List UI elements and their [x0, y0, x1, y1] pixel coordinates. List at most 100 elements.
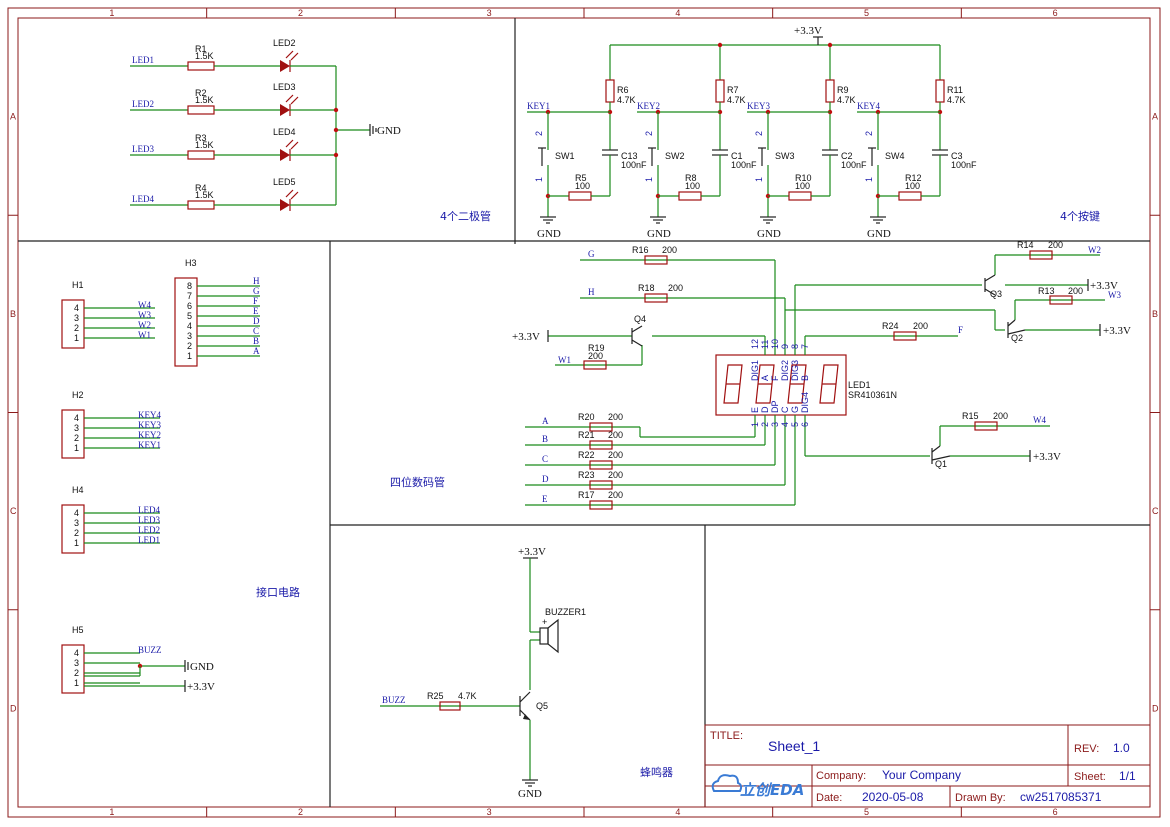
segment-resistor-value: 200 [668, 283, 683, 293]
logo-text: 立创EDA [740, 781, 804, 799]
vcc-label-q1: +3.3V [1033, 451, 1061, 463]
led-net-label: LED2 [132, 99, 154, 109]
display-top-pin-number: 10 [770, 339, 780, 349]
led-diode [280, 60, 290, 72]
segment-resistor [644, 255, 668, 265]
segment-resistor [589, 480, 613, 490]
header-h1-pin-number: 4 [74, 303, 79, 313]
key-capacitor-value: 100nF [621, 160, 647, 170]
buzzer-ref: BUZZER1 [545, 607, 586, 617]
drawn-by-label: Drawn By: [955, 792, 1006, 804]
key-net-label: KEY3 [747, 101, 770, 111]
section-label-buzzer: 蜂鸣器 [640, 765, 673, 779]
display-top-pin-number: 12 [750, 339, 760, 349]
header-h1-pin-number: 2 [74, 323, 79, 333]
transistor-q4 [631, 325, 643, 333]
key-pullup-ref: R6 [617, 85, 629, 95]
display-top-pin-name: DIG3 [790, 360, 800, 381]
led-light-ray [285, 94, 294, 103]
led-resistor [187, 105, 215, 115]
key-series-resistor [788, 191, 812, 201]
display-top-pin-name: DIG1 [750, 360, 760, 381]
display-top-pin-number: 9 [780, 344, 790, 349]
zone-label-right: A [1152, 112, 1158, 122]
header-h5-ref: H5 [72, 625, 84, 635]
r24-value: 200 [913, 321, 928, 331]
display-bottom-pin-name: G [790, 406, 800, 413]
key-switch-ref: SW4 [885, 151, 905, 161]
q2-ref: Q2 [1011, 333, 1023, 343]
zone-label-bottom: 1 [109, 807, 114, 817]
display-bottom-pin-number: 4 [780, 422, 790, 427]
q3-resistor-ref: R14 [1017, 240, 1034, 250]
key-pullup-resistor [935, 79, 945, 103]
key-gnd-label: GND [647, 228, 671, 240]
key-pullup-resistor [825, 79, 835, 103]
header-h3-pin-number: 7 [187, 291, 192, 301]
header-h4-pin-number: 1 [74, 538, 79, 548]
key-switch-ref: SW2 [665, 151, 685, 161]
header-h3-net: G [253, 286, 260, 296]
vcc-label-buzzer: +3.3V [518, 546, 546, 558]
header-h3-pin-number: 1 [187, 351, 192, 361]
key-series-ref: R8 [685, 173, 697, 183]
segment-resistor-value: 200 [662, 245, 677, 255]
r24-net-label: F [958, 325, 963, 335]
date-label: Date: [816, 792, 842, 804]
key-series-ref: R12 [905, 173, 922, 183]
header-h2-pin-number: 3 [74, 423, 79, 433]
zone-label-top: 3 [487, 8, 492, 18]
transistor-q1 [931, 445, 941, 453]
gnd-label: GND [377, 125, 401, 137]
display-bottom-pin-name: DIG4 [800, 392, 810, 413]
key-capacitor-ref: C2 [841, 151, 853, 161]
display-part: SR410361N [848, 390, 897, 400]
q1-resistor-value: 200 [993, 411, 1008, 421]
buzzer-circuit: +3.3V + BUZZER1 GND Q5 R25 4.7K BUZZ [380, 546, 586, 800]
header-h3-pin-number: 5 [187, 311, 192, 321]
header-h2-net: KEY2 [138, 430, 161, 440]
vcc-label-q4: +3.3V [512, 331, 540, 343]
header-h1-net: W1 [138, 330, 151, 340]
gnd-label-buzzer: GND [518, 788, 542, 800]
drawn-by-value: cw2517085371 [1020, 790, 1102, 804]
header-h5-gnd: GND [190, 661, 214, 673]
header-h3-net: H [253, 276, 260, 286]
segment-net-label: B [542, 434, 548, 444]
led-resistor-value: 1.5K [195, 95, 214, 105]
title-label: TITLE: [710, 730, 743, 742]
zone-label-left: B [10, 309, 16, 319]
key-pullup-value: 4.7K [617, 95, 636, 105]
header-h3-pin-number: 4 [187, 321, 192, 331]
key-series-resistor [678, 191, 702, 201]
zone-label-top: 6 [1053, 8, 1058, 18]
segment-net-label: G [588, 249, 595, 259]
segment-resistor-ref: R18 [638, 283, 655, 293]
segment-resistor-value: 200 [608, 430, 623, 440]
led-ref: LED2 [273, 38, 296, 48]
key-series-value: 100 [905, 181, 920, 191]
zone-label-top: 4 [675, 8, 680, 18]
seven-seg-digit [723, 364, 743, 404]
vcc-label-q2: +3.3V [1103, 325, 1131, 337]
key-net-label: KEY2 [637, 101, 660, 111]
zone-label-right: D [1152, 703, 1159, 713]
led-resistor [187, 200, 215, 210]
segment-net-label: H [588, 287, 595, 297]
header-h5-vcc: +3.3V [187, 681, 215, 693]
led-diode [280, 104, 290, 116]
q4-base-resistor [583, 360, 607, 370]
led-light-ray [285, 139, 294, 148]
header-h3-pin-number: 3 [187, 331, 192, 341]
header-h4-net: LED2 [138, 525, 160, 535]
junction-dot [717, 42, 723, 48]
header-h5-pin-number: 2 [74, 668, 79, 678]
q3-ref: Q3 [990, 289, 1002, 299]
key-pullup-value: 4.7K [947, 95, 966, 105]
junction-dot [333, 107, 339, 113]
key-series-ref: R10 [795, 173, 812, 183]
sheet-label: Sheet: [1074, 771, 1106, 783]
